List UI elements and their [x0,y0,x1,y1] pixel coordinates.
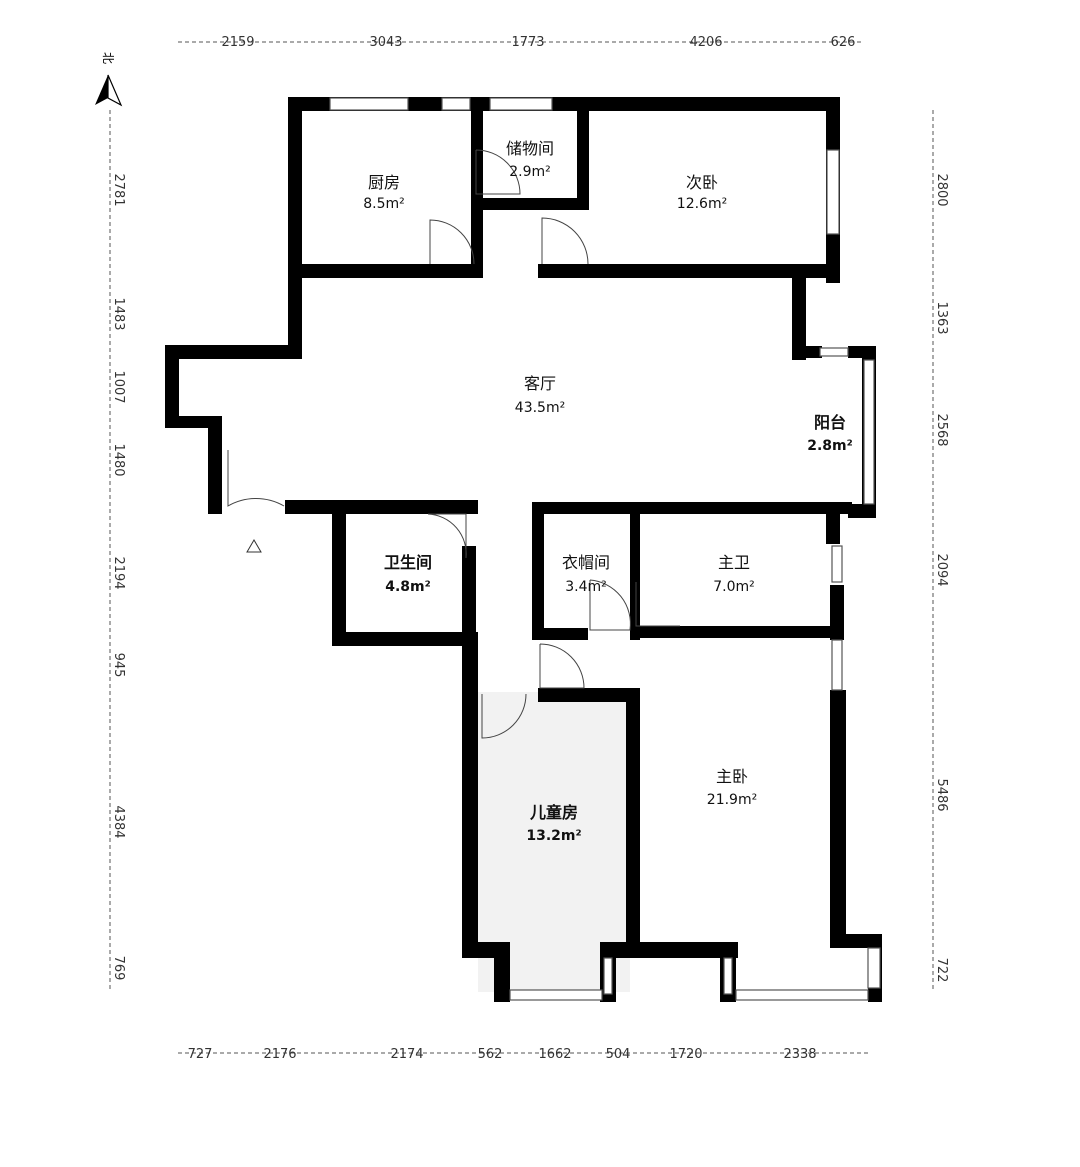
north-arrow-icon: 北 [95,52,123,107]
dim-bottom-6: 504 [606,1047,631,1062]
storage-name: 储物间 [506,139,554,158]
living-name: 客厅 [524,374,556,393]
dim-right-5: 5486 [934,778,949,811]
dim-left-1: 2781 [111,173,126,206]
dim-left-2: 1483 [111,297,126,330]
entrance-marker-icon [246,539,262,553]
dim-bottom-2: 2176 [263,1047,296,1062]
dim-bottom-7: 1720 [669,1047,702,1062]
dim-bottom-1: 727 [188,1047,213,1062]
room-labels: 厨房 8.5m² 储物间 2.9m² 次卧 12.6m² 客厅 43.5m² 阳… [363,139,853,844]
masterbath-area: 7.0m² [713,579,755,595]
balcony-name: 阳台 [814,413,846,432]
kitchen-area: 8.5m² [363,196,405,212]
masterbath-name: 主卫 [718,553,750,572]
master-area: 21.9m² [707,792,757,808]
dim-left-3: 1007 [111,370,126,403]
bottom-dimensions: 727 2176 2174 562 1662 504 1720 2338 [188,1047,817,1062]
dim-right-3: 2568 [934,413,949,446]
bathroom-name: 卫生间 [384,553,432,572]
dim-top-1: 2159 [221,35,254,50]
dim-left-7: 4384 [111,805,126,838]
dim-bottom-3: 2174 [390,1047,423,1062]
dim-top-2: 3043 [369,35,402,50]
dim-bottom-5: 1662 [538,1047,571,1062]
dim-bottom-8: 2338 [783,1047,816,1062]
dim-left-6: 945 [111,653,126,678]
windows [329,97,881,1001]
right-dimensions: 2800 1363 2568 2094 5486 722 [934,173,949,982]
dim-top-4: 4206 [689,35,722,50]
dim-right-1: 2800 [934,173,949,206]
storage-area: 2.9m² [509,164,551,180]
dim-right-6: 722 [934,958,949,983]
master-name: 主卧 [716,767,748,786]
living-area: 43.5m² [515,400,565,416]
balcony-area: 2.8m² [807,438,853,454]
dim-left-4: 1480 [111,443,126,476]
bedroom2-name: 次卧 [686,173,718,192]
kitchen-name: 厨房 [368,173,400,192]
dim-bottom-4: 562 [478,1047,503,1062]
dim-left-8: 769 [111,956,126,981]
kids-name: 儿童房 [529,803,578,822]
doors [227,149,680,739]
left-dimensions: 2781 1483 1007 1480 2194 945 4384 769 [111,173,126,980]
dim-left-5: 2194 [111,556,126,589]
compass-label: 北 [101,52,115,64]
top-dimensions: 2159 3043 1773 4206 626 [221,35,855,50]
dim-right-2: 1363 [934,301,949,334]
closet-area: 3.4m² [565,579,607,595]
bathroom-area: 4.8m² [385,579,431,595]
closet-name: 衣帽间 [562,553,610,572]
dim-top-3: 1773 [511,35,544,50]
dim-top-5: 626 [831,35,856,50]
kids-area: 13.2m² [526,828,581,844]
bedroom2-area: 12.6m² [677,196,727,212]
dimension-lines [109,41,934,1054]
dim-right-4: 2094 [934,553,949,586]
